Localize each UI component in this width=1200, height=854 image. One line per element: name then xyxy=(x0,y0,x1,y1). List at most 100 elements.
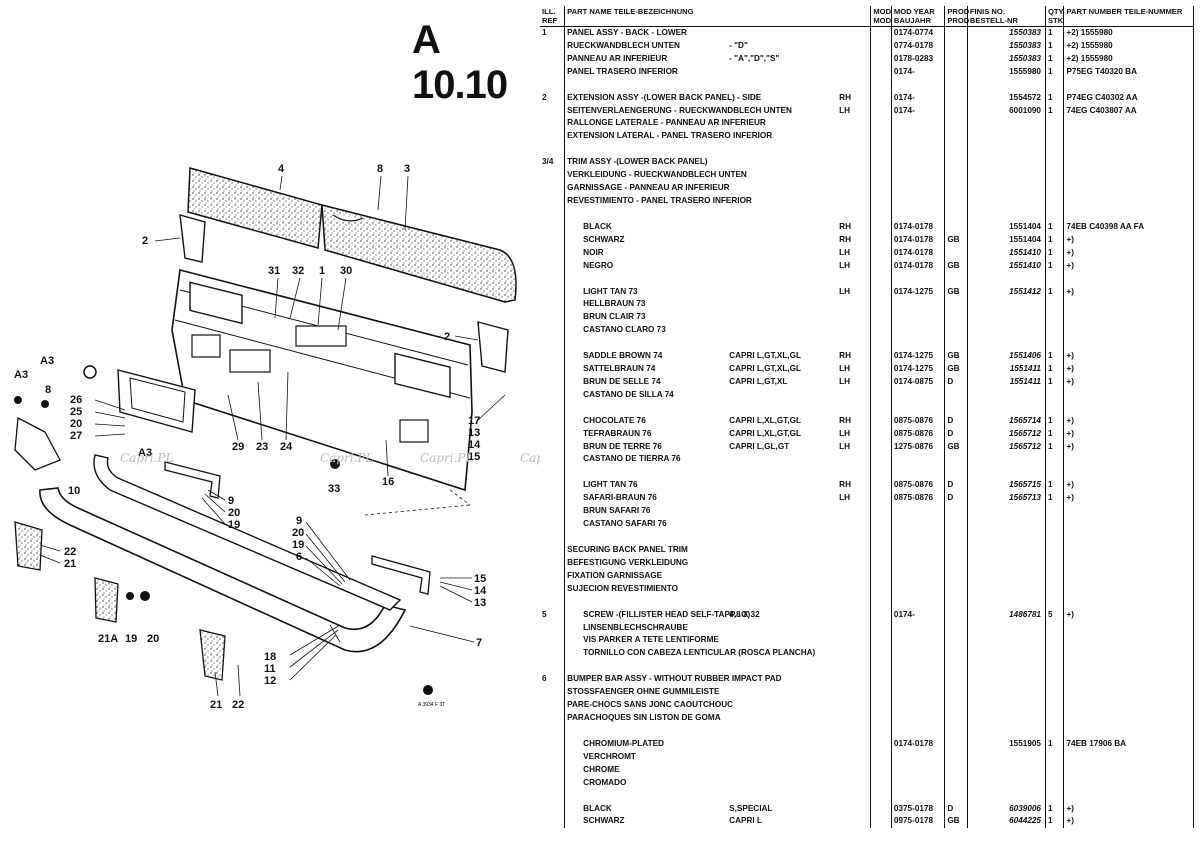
spacer-row xyxy=(540,660,1194,674)
cell-part-number: +2) 1555980 xyxy=(1063,39,1194,53)
model-applicability: CAPRI L,GT,XL,GL xyxy=(729,364,802,374)
cell-prod xyxy=(944,26,968,40)
side-code: RH xyxy=(839,234,851,244)
spacer-row xyxy=(540,401,1194,415)
table-row: GARNISSAGE - PANNEAU AR INFERIEUR xyxy=(540,182,1194,195)
cell-ill-ref xyxy=(540,622,565,635)
cell-mod xyxy=(870,65,892,79)
cell-prod: GB xyxy=(944,233,968,247)
cell-part-number xyxy=(1063,156,1194,170)
cell-part-number: +) xyxy=(1063,285,1194,299)
lamp-housing xyxy=(117,369,196,433)
cell-mod xyxy=(870,492,892,506)
cell-part-number: P75EG T40320 BA xyxy=(1063,65,1194,79)
cell-finis-no xyxy=(966,544,1046,557)
model-applicability: 4,8 X 32 xyxy=(729,609,760,619)
cell-finis-no xyxy=(966,699,1046,712)
cell-ill-ref xyxy=(540,130,565,143)
cell-qty xyxy=(1044,673,1064,687)
cell-mod-year xyxy=(890,711,945,725)
cell-prod: D xyxy=(944,375,968,389)
cell-qty xyxy=(1044,505,1064,519)
cell-part-name: BEFESTIGUNG VERKLEIDUNG xyxy=(564,556,871,570)
cell-part-number xyxy=(1063,686,1194,700)
cell-part-name: SCREW -(FILLISTER HEAD SELF-TAPP...G)4,8… xyxy=(564,608,871,622)
part-name-text: PARACHOQUES SIN LISTON DE GOMA xyxy=(567,712,721,722)
part-name-text: BRUN SAFARI 76 xyxy=(583,506,651,516)
cell-part-number: +) xyxy=(1063,375,1194,389)
callout: 18 xyxy=(264,651,276,663)
cell-ill-ref: 1 xyxy=(542,28,547,37)
cell-prod: D xyxy=(944,802,968,816)
callout: 15 xyxy=(468,451,480,463)
cell-mod-year xyxy=(890,505,945,519)
callout: 20 xyxy=(228,507,240,519)
cell-mod xyxy=(870,802,892,816)
model-applicability: CAPRI L xyxy=(729,816,762,826)
cell-part-number xyxy=(1063,750,1194,764)
table-row: CASTANO DE TIERRA 76 xyxy=(540,453,1194,467)
table-row: CASTANO SAFARI 76 xyxy=(540,518,1194,531)
cell-qty: 1 xyxy=(1044,91,1064,105)
cell-ill-ref: 6 xyxy=(542,674,547,684)
cell-prod xyxy=(944,750,968,764)
cell-finis-no: 6044225 xyxy=(966,815,1046,829)
part-name-text: PANNEAU AR INFERIEUR xyxy=(567,53,668,63)
cell-mod xyxy=(870,311,892,325)
cell-mod-year: 0174- xyxy=(890,608,945,622)
cell-mod xyxy=(870,608,892,622)
cell-ill-ref xyxy=(540,479,565,492)
cell-finis-no: 1565715 xyxy=(966,479,1046,493)
cell-qty xyxy=(1044,763,1064,777)
cell-mod-year: 0875-0876 xyxy=(890,492,945,506)
cell-qty xyxy=(1044,130,1064,144)
cell-part-name: CASTANO SAFARI 76 xyxy=(564,518,871,531)
cell-mod-year: 0174- xyxy=(890,91,945,105)
cell-part-name: BRUN CLAIR 73 xyxy=(564,311,871,325)
cell-qty: 1 xyxy=(1044,492,1064,506)
callout: A3 xyxy=(138,447,152,459)
table-row: SECURING BACK PANEL TRIM xyxy=(540,544,1194,557)
cell-finis-no xyxy=(966,298,1046,312)
cell-finis-no: 1551410 xyxy=(966,246,1046,260)
cell-part-number xyxy=(1063,711,1194,725)
part-name-text: BRUN CLAIR 73 xyxy=(583,312,646,322)
cell-prod xyxy=(944,130,968,144)
cell-prod xyxy=(944,763,968,777)
spacer-row xyxy=(540,531,1194,544)
cell-mod-year: 0178-0283 xyxy=(890,52,945,66)
cell-prod: GB xyxy=(944,363,968,376)
cell-ill-ref xyxy=(540,441,565,454)
cell-finis-no: 1565712 xyxy=(966,427,1046,441)
cell-mod-year xyxy=(890,518,945,531)
cell-part-number: +2) 1555980 xyxy=(1063,52,1194,66)
cell-ill-ref xyxy=(540,117,565,130)
cell-prod xyxy=(944,634,968,648)
cell-prod xyxy=(944,52,968,66)
table-row: PANNEAU AR INFERIEUR- "A","D","S"0178-02… xyxy=(540,52,1194,66)
cell-prod xyxy=(944,298,968,312)
spacer-row xyxy=(540,78,1194,92)
cell-part-number xyxy=(1063,634,1194,648)
cell-mod xyxy=(870,414,892,428)
callout: 20 xyxy=(292,527,304,539)
cell-finis-no: 1551905 xyxy=(966,737,1046,751)
cell-mod xyxy=(870,26,892,40)
part-name-text: NOIR xyxy=(583,247,604,257)
table-row: SEITENVERLAENGERUNG - RUECKWANDBLECH UNT… xyxy=(540,104,1194,118)
cell-part-name: RUECKWANDBLECH UNTEN- "D" xyxy=(564,39,871,53)
cell-finis-no xyxy=(966,776,1046,790)
cell-part-number xyxy=(1063,556,1194,570)
cell-prod xyxy=(944,673,968,687)
cell-mod xyxy=(870,453,892,467)
cell-finis-no xyxy=(966,117,1046,131)
callout: 19 xyxy=(292,539,304,551)
cell-ill-ref xyxy=(540,169,565,182)
part-name-text: RUECKWANDBLECH UNTEN xyxy=(567,40,680,50)
cell-mod-year xyxy=(890,556,945,570)
